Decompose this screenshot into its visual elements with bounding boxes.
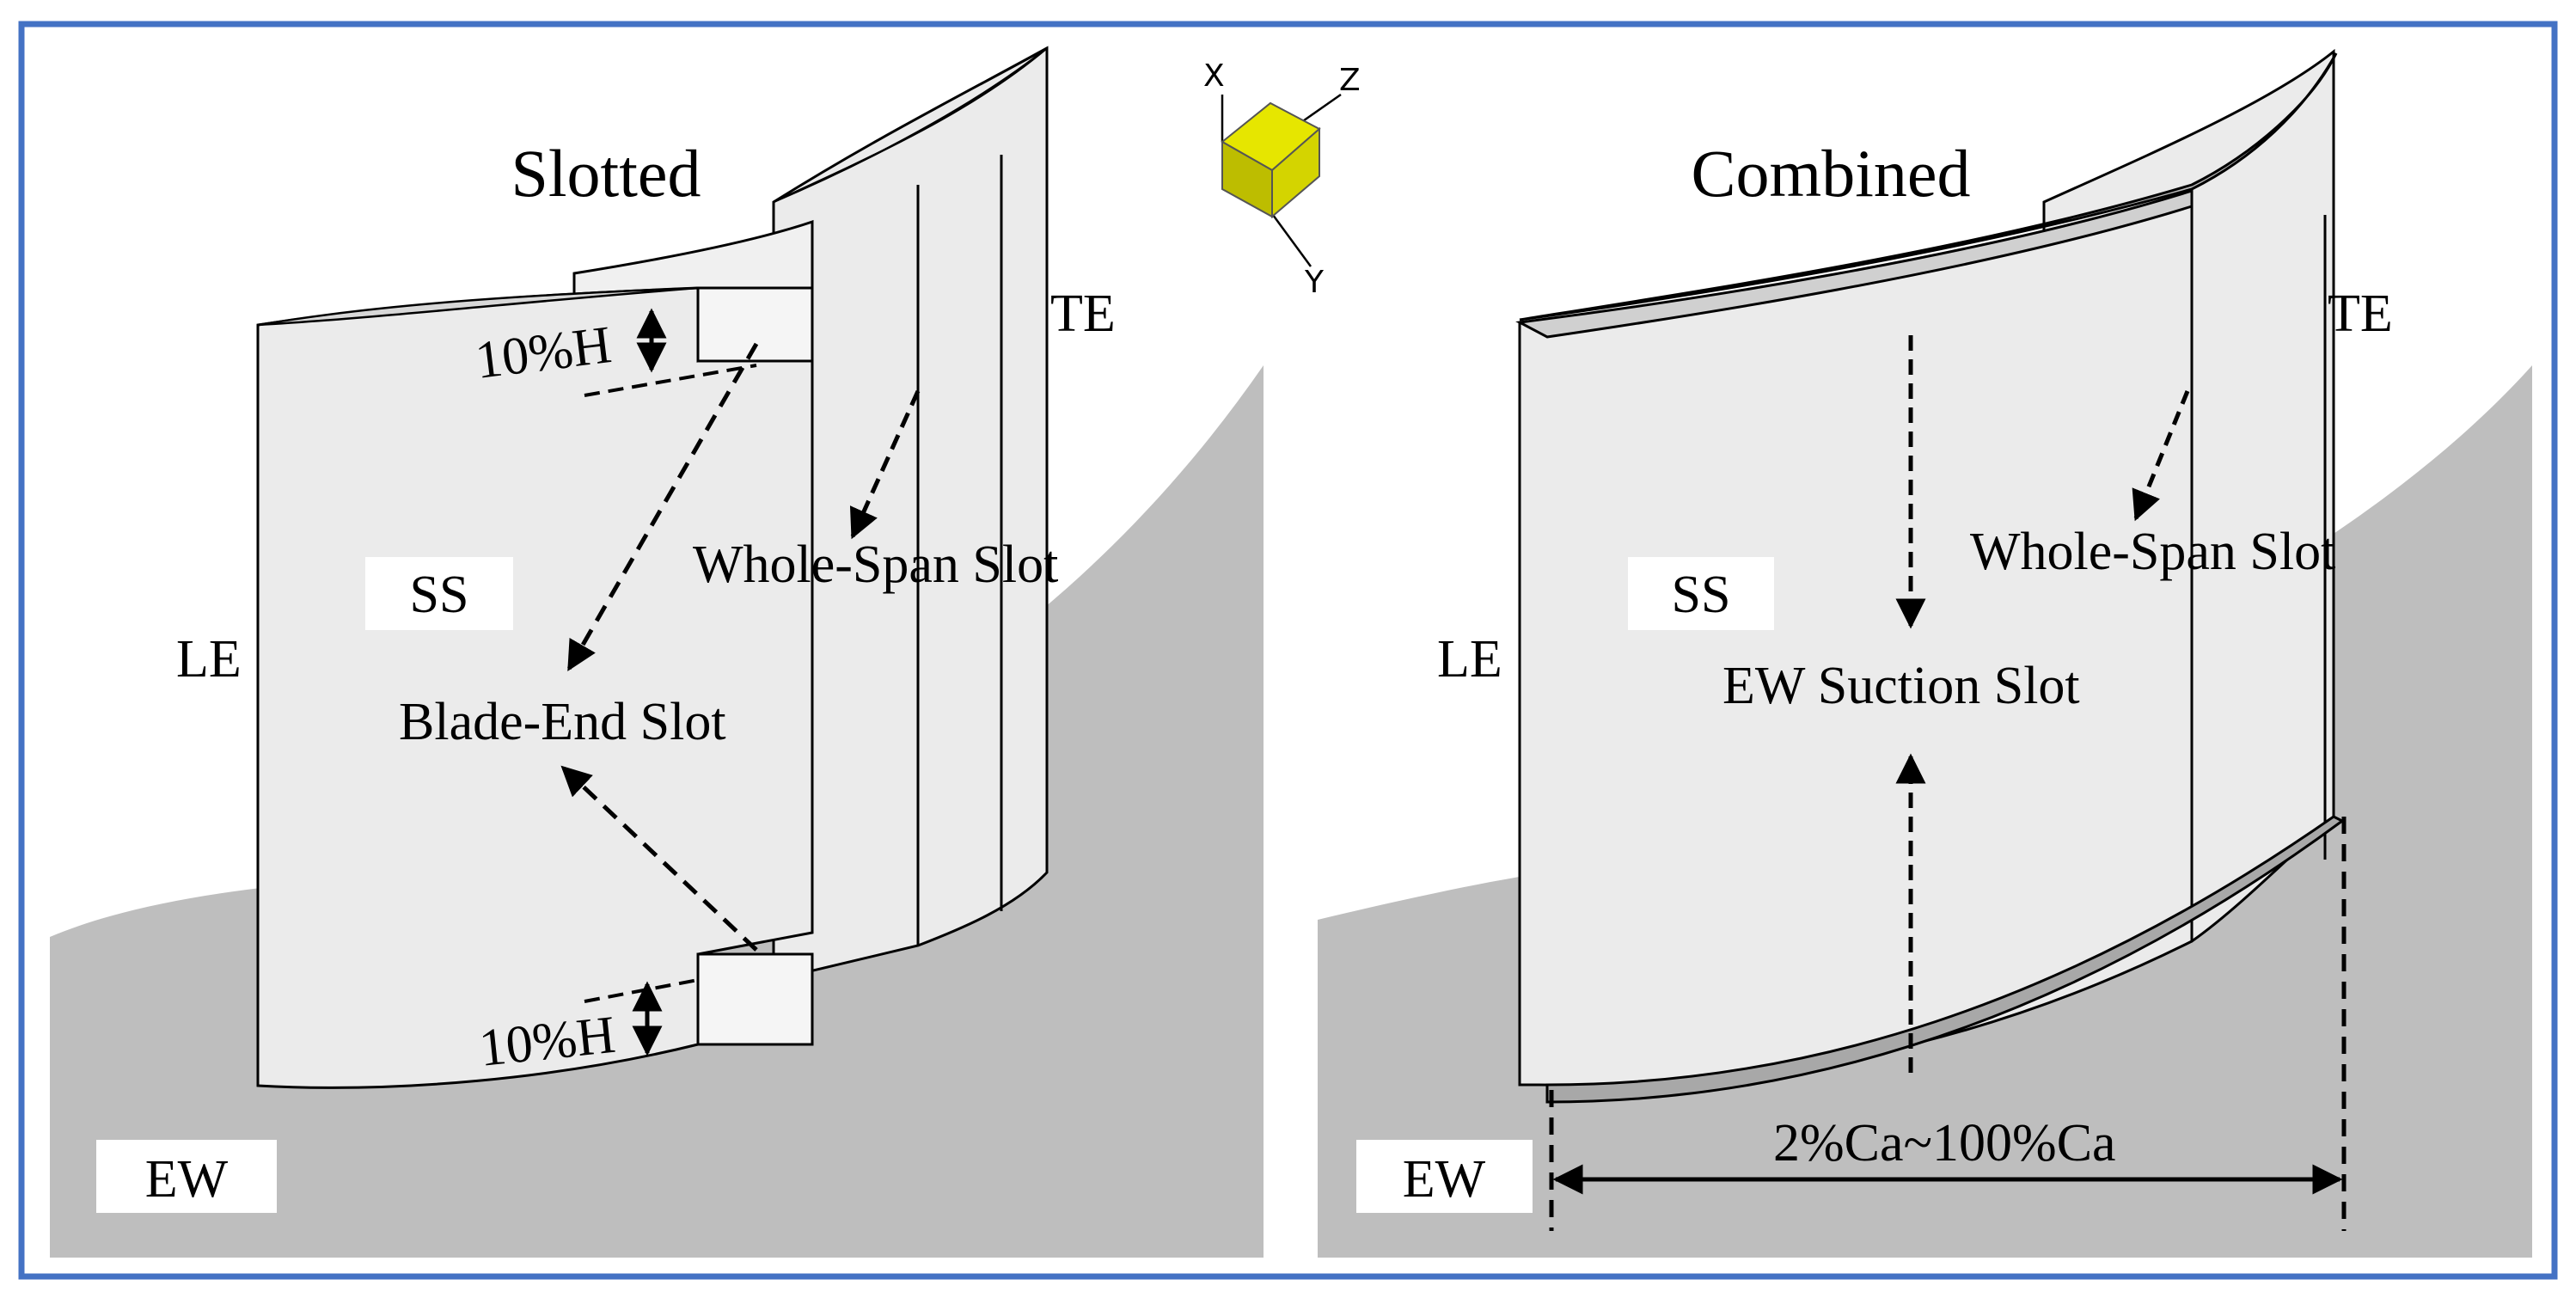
left-panel-title: Slotted xyxy=(511,136,701,211)
right-top-tip xyxy=(1519,52,2338,321)
right-te-label: TE xyxy=(2328,285,2393,343)
right-top-suction-slot xyxy=(1515,188,2194,339)
right-ew-label: EW xyxy=(1403,1150,1486,1209)
right-whole-span-arrow xyxy=(2132,390,2190,522)
right-whole-span-label: Whole-Span Slot xyxy=(1970,523,2335,581)
left-bottom-height-label: 10%H xyxy=(476,1006,618,1078)
coordinate-cube-icon xyxy=(1221,101,1321,219)
axis-y-label: Y xyxy=(1304,265,1325,300)
right-ss-box xyxy=(1628,557,1774,630)
left-blade-end-arrow-top xyxy=(566,342,759,672)
outer-frame xyxy=(18,21,2558,1280)
right-le-label: LE xyxy=(1437,630,1502,689)
left-whole-span-label: Whole-Span Slot xyxy=(693,536,1058,594)
right-panel-title: Combined xyxy=(1692,136,1971,211)
left-te-label: TE xyxy=(1050,285,1116,343)
left-blade-trailing-section xyxy=(772,46,1049,982)
left-ss-label: SS xyxy=(410,566,469,624)
right-panel: SS EW Combined LE TE Whole-Span Slot EW … xyxy=(1318,48,2532,1258)
right-range-label: 2%Ca~100%Ca xyxy=(1773,1114,2116,1172)
left-blade-end-label: Blade-End Slot xyxy=(399,693,726,751)
right-suction-label: EW Suction Slot xyxy=(1722,657,2080,715)
right-ss-label: SS xyxy=(1672,566,1731,624)
left-whole-span-arrow xyxy=(849,389,921,540)
axis-z-label: Z xyxy=(1339,63,1361,98)
left-panel: SS EW Slotted LE TE 10%H 10%H Whole-Span… xyxy=(50,46,1264,1258)
left-ew-box xyxy=(96,1140,277,1213)
left-ew-label: EW xyxy=(145,1150,229,1209)
axes-triad: X Z Y xyxy=(1203,58,1361,300)
left-le-label: LE xyxy=(176,630,242,689)
right-ew-box xyxy=(1356,1140,1533,1213)
left-blade-top-tip xyxy=(773,47,1048,204)
left-blade-end-arrow-bottom xyxy=(560,765,758,952)
left-ss-box xyxy=(365,557,513,630)
axis-x-label: X xyxy=(1203,58,1225,94)
left-top-dim-line xyxy=(584,364,757,397)
axis-z-line xyxy=(1297,93,1342,126)
left-bottom-slot-box xyxy=(696,952,814,1046)
